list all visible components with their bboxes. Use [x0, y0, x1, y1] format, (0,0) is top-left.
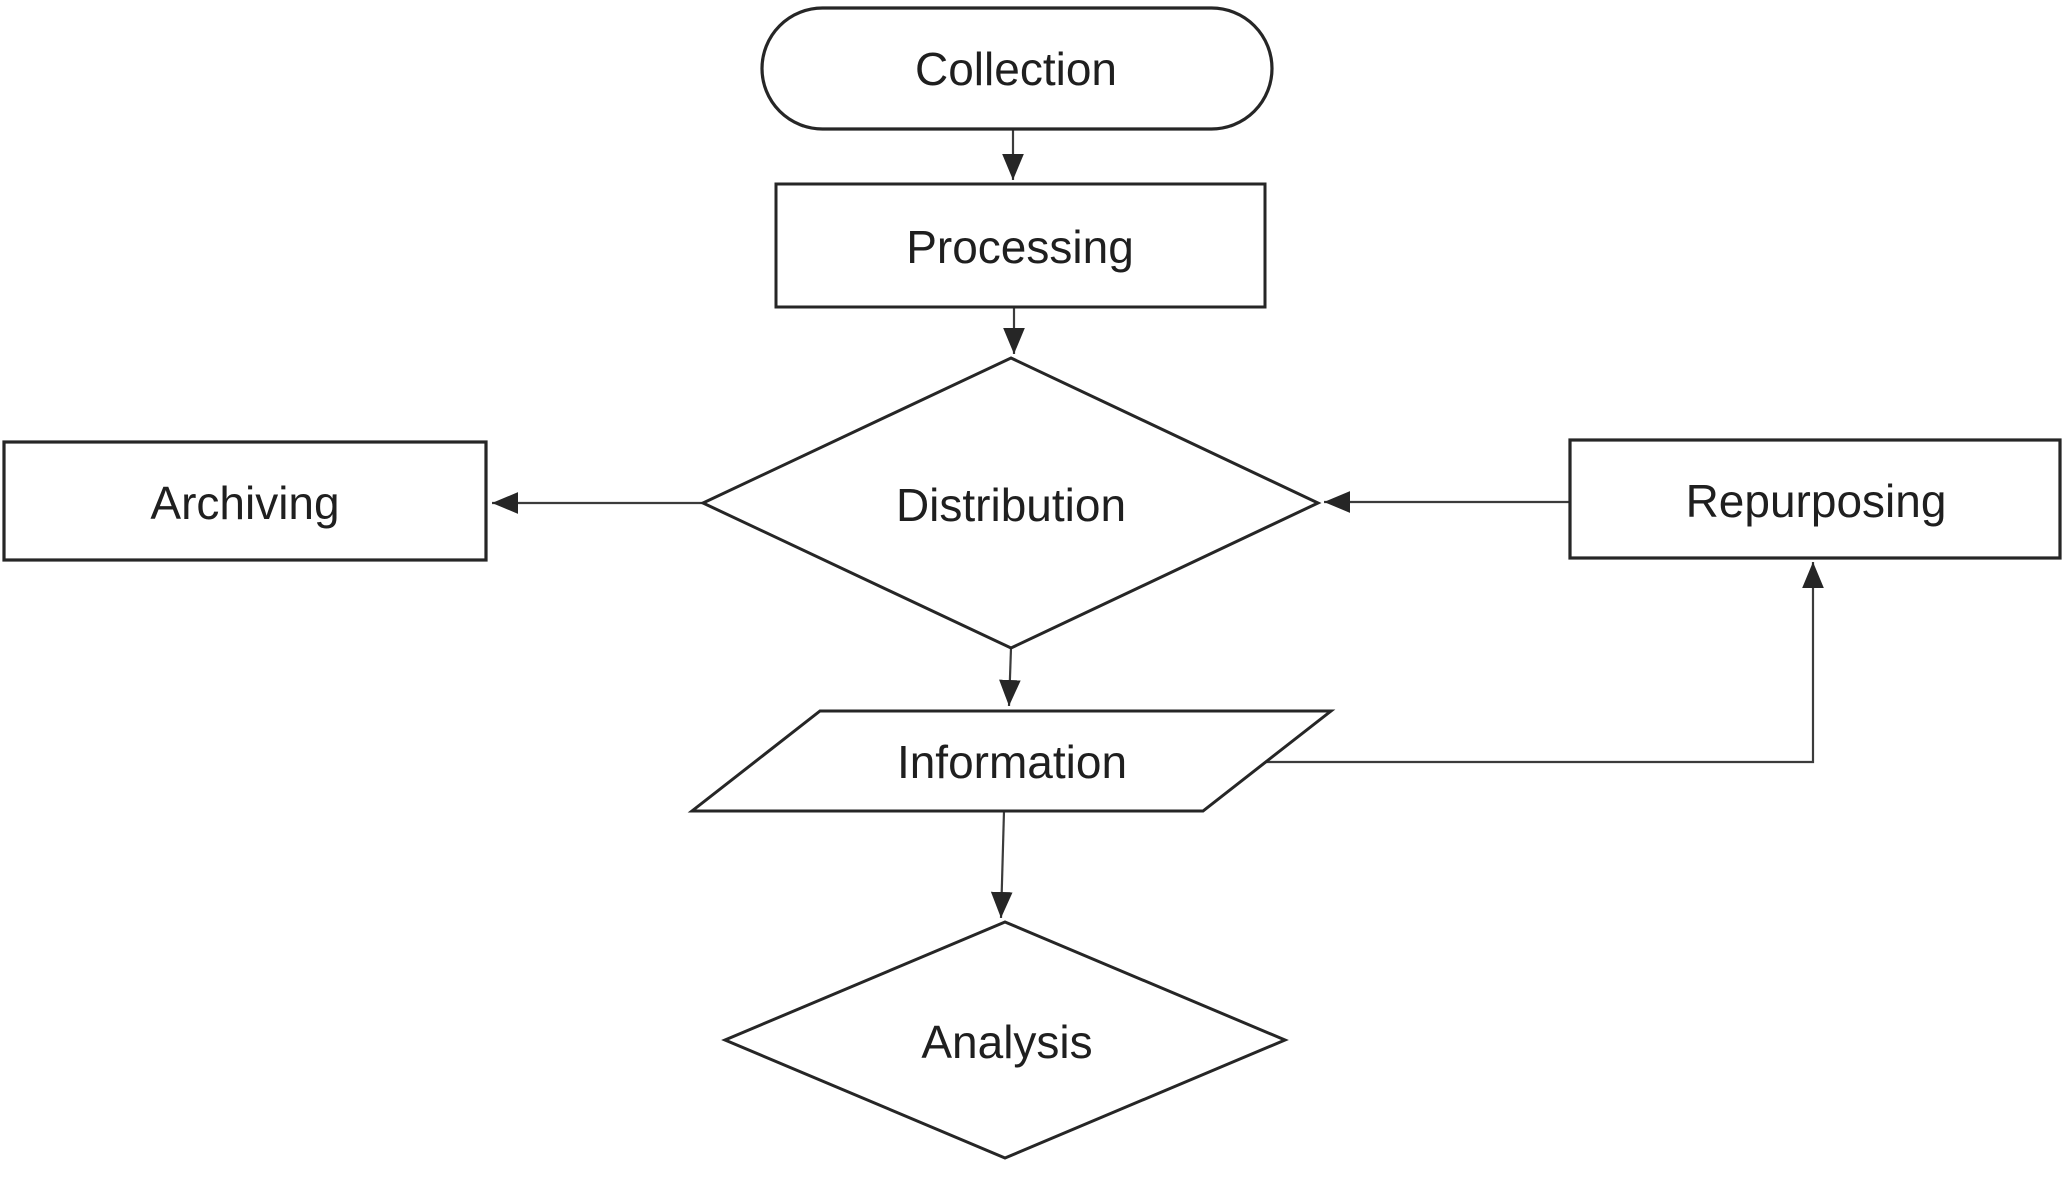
- edge-information-analysis: [990, 810, 1013, 919]
- archiving-label: Archiving: [150, 477, 339, 529]
- analysis-decision-shape: [721, 920, 1289, 1160]
- node-information: Information: [687, 709, 1336, 813]
- information-label: Information: [897, 736, 1127, 788]
- edge-distribution-information: [999, 647, 1021, 707]
- node-collection: Collection: [760, 6, 1274, 131]
- node-processing: Processing: [774, 182, 1267, 309]
- information-io-shape: [687, 709, 1336, 813]
- repurposing-label: Repurposing: [1686, 475, 1947, 527]
- edge-information-repurposing: [1266, 562, 1824, 764]
- node-repurposing: Repurposing: [1568, 438, 2062, 560]
- processing-process-shape: [774, 182, 1267, 309]
- analysis-label: Analysis: [921, 1016, 1092, 1068]
- node-analysis: Analysis: [721, 920, 1289, 1160]
- connector-layer: [492, 129, 1824, 919]
- processing-label: Processing: [906, 221, 1134, 273]
- repurposing-process-shape: [1568, 438, 2062, 560]
- collection-terminator-shape: [760, 6, 1274, 131]
- node-archiving: Archiving: [2, 440, 488, 562]
- node-distribution: Distribution: [699, 356, 1322, 650]
- distribution-decision-shape: [699, 356, 1322, 650]
- collection-label: Collection: [915, 43, 1117, 95]
- distribution-label: Distribution: [896, 479, 1126, 531]
- archiving-process-shape: [2, 440, 488, 562]
